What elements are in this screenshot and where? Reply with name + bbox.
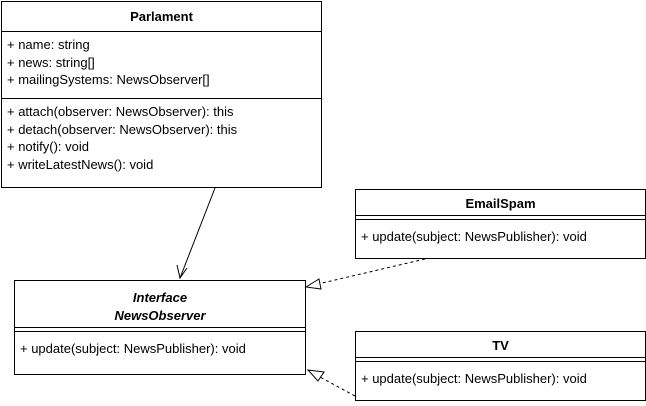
attributes-divider bbox=[2, 31, 321, 32]
methods-section: + update(subject: NewsPublisher): void bbox=[356, 220, 645, 246]
empty-attributes-divider bbox=[15, 327, 305, 332]
class-name-email-spam: EmailSpam bbox=[465, 196, 536, 211]
class-parlament[interactable]: Parlament + name: string + news: string[… bbox=[1, 1, 322, 188]
class-name-tv: TV bbox=[492, 338, 509, 353]
interface-news-observer[interactable]: Interface NewsObserver + update(subject:… bbox=[14, 280, 306, 375]
attributes-section: + name: string + news: string[] + mailin… bbox=[2, 32, 321, 91]
method-notify: + notify(): void bbox=[7, 139, 90, 154]
attribute-mailing-systems: + mailingSystems: NewsObserver[] bbox=[7, 72, 210, 87]
interface-stereotype: Interface bbox=[132, 290, 188, 305]
method-write-latest-news: + writeLatestNews(): void bbox=[7, 156, 154, 172]
realization-arrow-email-spam bbox=[304, 258, 426, 290]
class-email-spam[interactable]: EmailSpam + update(subject: NewsPublishe… bbox=[355, 189, 646, 259]
empty-attributes-divider bbox=[356, 357, 645, 362]
method-attach: + attach(observer: NewsObserver): this bbox=[7, 104, 234, 119]
class-name-parlament: Parlament bbox=[130, 9, 193, 24]
method-update: + update(subject: NewsPublisher): void bbox=[361, 371, 587, 386]
methods-section: + update(subject: NewsPublisher): void bbox=[356, 362, 645, 388]
attribute-name: + name: string bbox=[7, 37, 90, 52]
interface-name: NewsObserver bbox=[114, 308, 206, 323]
methods-divider bbox=[2, 98, 321, 99]
empty-attributes-divider bbox=[356, 215, 645, 220]
method-update: + update(subject: NewsPublisher): void bbox=[20, 341, 246, 356]
association-arrow bbox=[176, 187, 216, 280]
methods-section: + attach(observer: NewsObserver): this +… bbox=[2, 99, 321, 173]
class-tv[interactable]: TV + update(subject: NewsPublisher): voi… bbox=[355, 331, 646, 401]
methods-section: + update(subject: NewsPublisher): void bbox=[15, 332, 305, 358]
interface-name-news-observer: Interface NewsObserver bbox=[15, 281, 305, 327]
method-detach: + detach(observer: NewsObserver): this bbox=[7, 121, 238, 137]
attribute-news: + news: string[] bbox=[7, 54, 95, 70]
realization-arrow-tv bbox=[306, 369, 356, 397]
method-update: + update(subject: NewsPublisher): void bbox=[361, 229, 587, 244]
